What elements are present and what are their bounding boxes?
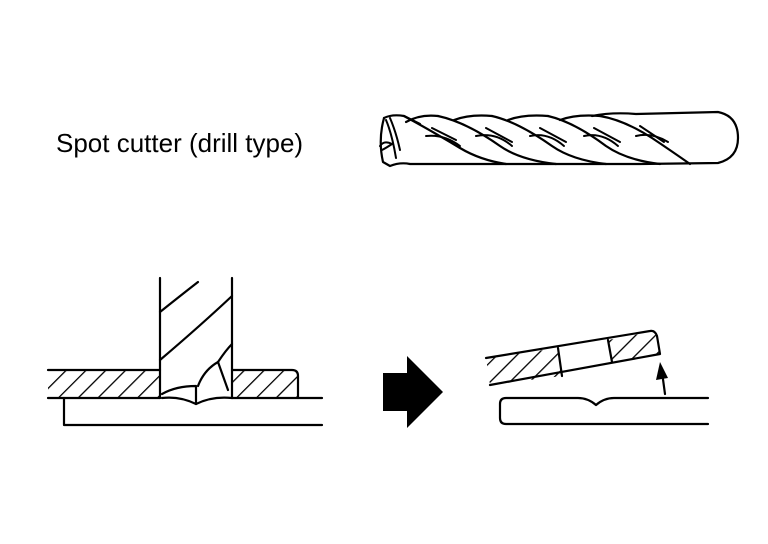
drill-bit-icon: [379, 110, 740, 168]
separated-panel-illustration: [484, 329, 710, 426]
drilling-step-illustration: [46, 276, 324, 427]
lower-panel: [46, 396, 324, 427]
spot-cutter-label: Spot cutter (drill type): [56, 128, 303, 158]
drill-shaft: [158, 276, 234, 406]
lower-panel-after: [498, 396, 710, 426]
lift-arrow-icon: [656, 362, 668, 396]
upper-panel-section: [46, 368, 300, 400]
right-arrow-icon: [383, 356, 443, 428]
lifted-upper-panel: [484, 329, 662, 387]
